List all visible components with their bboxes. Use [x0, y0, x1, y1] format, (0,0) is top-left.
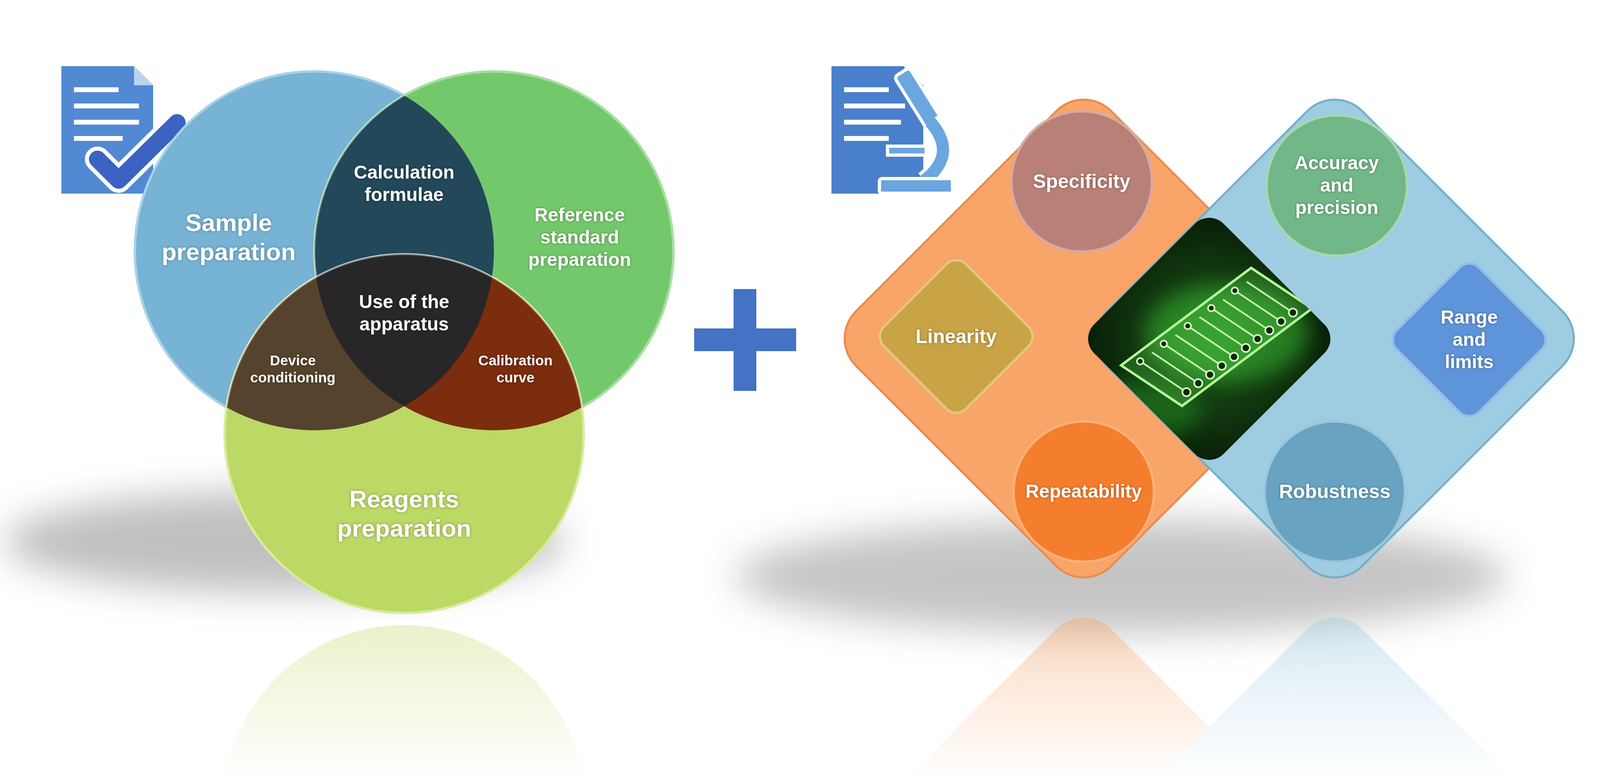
- intersection-outline: [313, 253, 496, 432]
- plus-bar: [733, 289, 757, 392]
- intersection-group: [224, 254, 584, 614]
- hole: [1265, 326, 1274, 335]
- hole: [1253, 335, 1262, 344]
- criterion-circle: Specificity: [1010, 110, 1154, 254]
- node-label: Linearity: [915, 324, 997, 349]
- channel: [1211, 308, 1258, 340]
- circle-fill: [224, 254, 584, 614]
- chip-holes: [1136, 287, 1297, 397]
- document-microscope-icon: [831, 66, 953, 194]
- intersection-group: [224, 254, 584, 614]
- circle-fill: [1013, 421, 1154, 563]
- intersection-fill: [224, 254, 584, 614]
- intersection-group: [224, 254, 584, 614]
- document-line: [73, 119, 139, 125]
- channel: [1151, 352, 1199, 384]
- channel: [1140, 361, 1187, 393]
- channel: [1246, 281, 1293, 313]
- document-line: [844, 87, 889, 93]
- microscope-stage: [887, 146, 927, 156]
- intersection-group: [224, 254, 584, 614]
- hole: [1288, 308, 1297, 317]
- microscope: [879, 67, 953, 194]
- diamond-fill: [874, 254, 1039, 419]
- hole: [1241, 344, 1250, 353]
- node-label: Accuracy and precision: [1294, 151, 1379, 220]
- document-line: [844, 119, 901, 125]
- hole: [1184, 322, 1191, 330]
- channel: [1234, 290, 1282, 322]
- node-label: Reference standard preparation: [528, 203, 631, 272]
- criterion-circle: Robustness: [1263, 420, 1407, 564]
- document-line: [73, 87, 119, 93]
- criterion-diamond: Linearity: [872, 253, 1040, 421]
- document-line: [73, 136, 123, 141]
- channel: [1199, 317, 1246, 349]
- hole: [1217, 361, 1226, 371]
- intersection-fill: [224, 254, 584, 614]
- hole: [1136, 358, 1144, 365]
- hole: [1231, 287, 1239, 295]
- circle-fill: [1266, 115, 1408, 256]
- node-label: Use of the apparatus: [358, 290, 450, 336]
- reagents-reflection: [223, 625, 585, 779]
- node-label: Repeatability: [1025, 480, 1142, 503]
- blue-reflection: [1079, 601, 1590, 779]
- document-fold: [134, 66, 154, 86]
- document-line: [844, 136, 889, 141]
- hole: [1194, 379, 1203, 388]
- hole: [1277, 317, 1286, 326]
- node-label: Specificity: [1032, 169, 1131, 194]
- hole: [1160, 340, 1167, 348]
- node-label: Sample preparation: [158, 208, 299, 267]
- node-label: Reagents preparation: [333, 484, 476, 544]
- circle-fill: [1264, 421, 1406, 563]
- venn-center: Use of the apparatus: [313, 253, 496, 432]
- node-label: Range and limits: [1434, 306, 1505, 374]
- intersection-fill: [224, 254, 584, 614]
- channel: [1187, 326, 1235, 358]
- hole: [1205, 370, 1215, 379]
- node-label: Calculation formulae: [353, 161, 455, 206]
- circle-fill: [1011, 111, 1152, 252]
- criterion-circle: Repeatability: [1012, 420, 1156, 564]
- chip-outline: [1121, 268, 1313, 407]
- hole: [1229, 352, 1239, 362]
- blue-diamond: [1079, 83, 1590, 594]
- hole: [1182, 388, 1191, 397]
- node-label: Robustness: [1279, 480, 1391, 504]
- channel: [1175, 335, 1222, 366]
- criterion-diamond: Range and limits: [1385, 256, 1553, 424]
- microscope-base: [879, 178, 953, 194]
- document-line: [73, 103, 139, 109]
- hole: [1208, 305, 1215, 312]
- channel: [1163, 344, 1211, 375]
- document-line: [844, 103, 906, 109]
- chip-channels: [1140, 281, 1293, 393]
- reflections: [223, 601, 1590, 779]
- plus-sign: [694, 289, 797, 392]
- channel: [1223, 299, 1270, 331]
- diamond-fill: [1387, 257, 1552, 423]
- criterion-circle: Accuracy and precision: [1265, 114, 1409, 258]
- node-label: Device conditioning: [247, 352, 339, 387]
- node-label: Calibration curve: [478, 352, 553, 387]
